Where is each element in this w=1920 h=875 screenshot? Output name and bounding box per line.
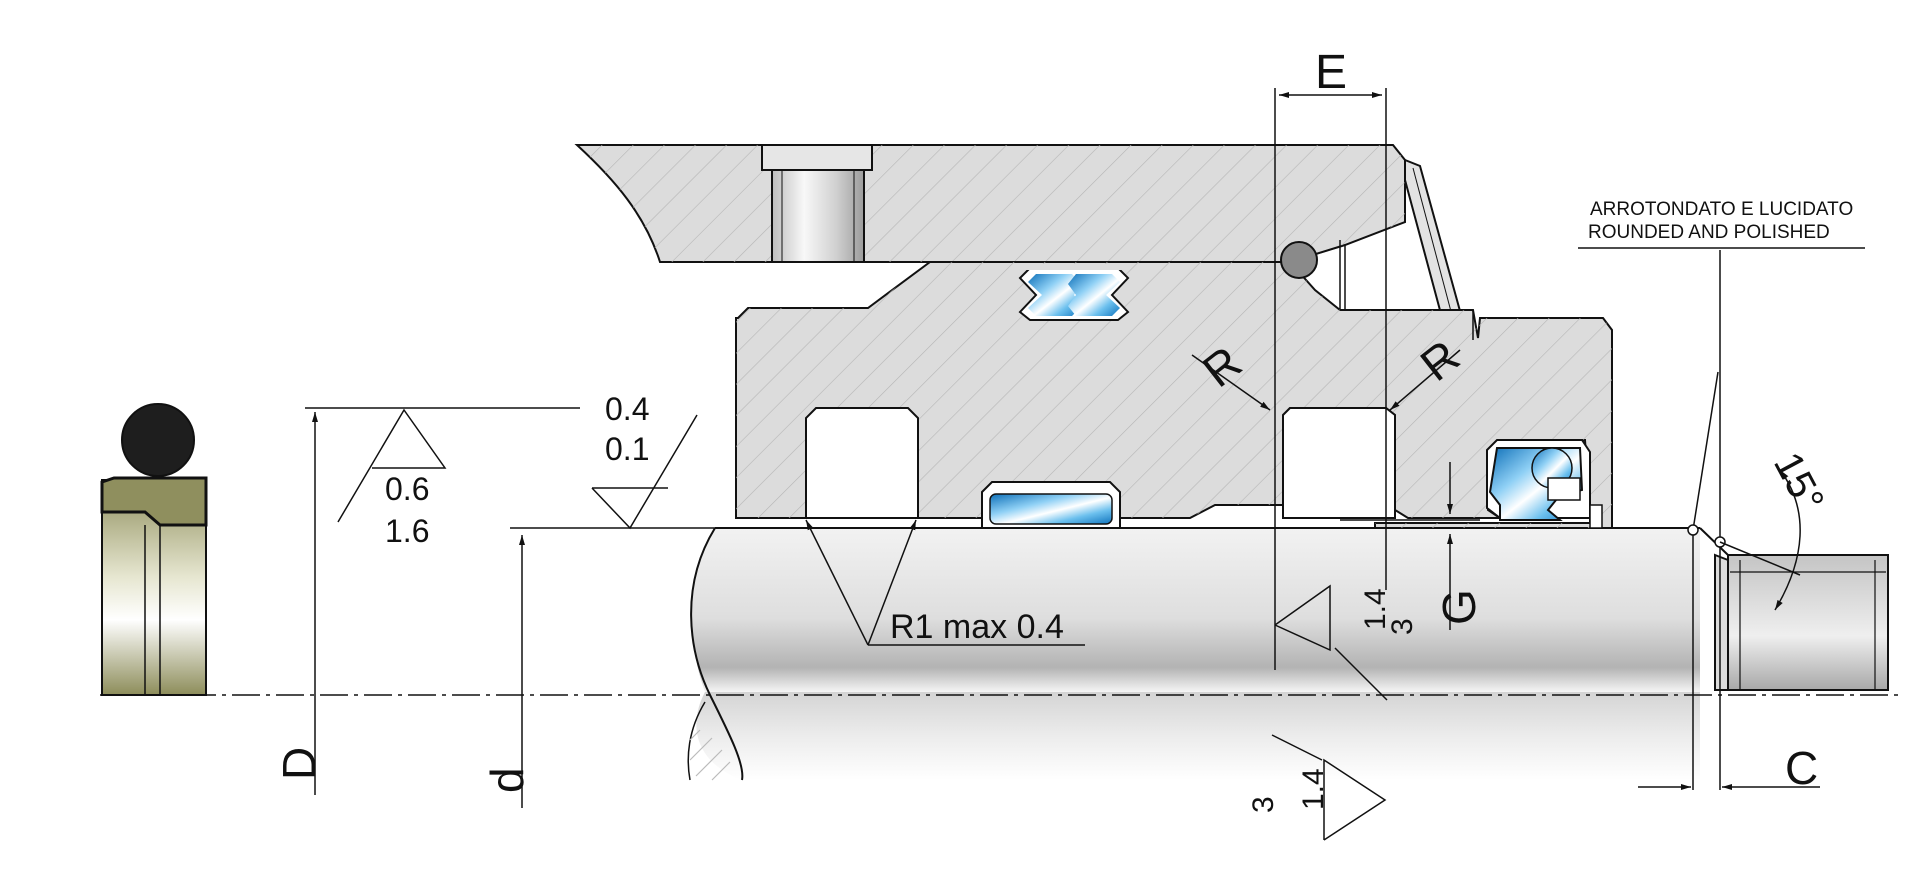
seal-profile-side [100, 403, 208, 696]
dim-C-label: C [1785, 742, 1818, 794]
dim-E-label: E [1315, 46, 1347, 99]
roughness-bore-top: 0.6 [385, 471, 429, 507]
roughness-rod-b-bottom: 3 [1247, 796, 1280, 813]
rod [687, 527, 1700, 781]
roughness-rod-b-top: 1.4 [1297, 768, 1330, 810]
wiper-seal [1488, 447, 1584, 521]
steel-ball [1280, 241, 1318, 279]
roughness-rod-a-top: 1.4 [1359, 588, 1392, 630]
fillet-label: R1 max 0.4 [890, 608, 1064, 646]
roughness-bore-bottom: 1.6 [385, 513, 429, 549]
angle-label: 15° [1765, 445, 1832, 519]
roughness-symbol-housing [591, 414, 698, 530]
annotation-line-en: ROUNDED AND POLISHED [1588, 222, 1830, 243]
roughness-housing-bottom: 0.1 [605, 431, 649, 467]
roughness-symbol-rod-b [1271, 734, 1387, 841]
roughness-symbol-bore [337, 408, 447, 523]
housing [574, 144, 1406, 311]
dimension-lines [305, 88, 1865, 808]
roughness-rod-a-bottom: 3 [1386, 618, 1419, 635]
annotation-line-it: ARROTONDATO E LUCIDATO [1590, 199, 1853, 220]
guide-band [981, 481, 1121, 529]
rod-chamfer-end [1699, 527, 1889, 691]
gland-body [735, 261, 1613, 529]
roughness-symbol-rod-a [1274, 584, 1388, 701]
static-seal [1018, 264, 1130, 321]
dim-G-label: G [1433, 589, 1485, 625]
dim-D-label: D [273, 747, 325, 780]
dim-d-label: d [481, 767, 533, 793]
roughness-housing-top: 0.4 [605, 391, 649, 427]
o-ring [121, 403, 195, 477]
